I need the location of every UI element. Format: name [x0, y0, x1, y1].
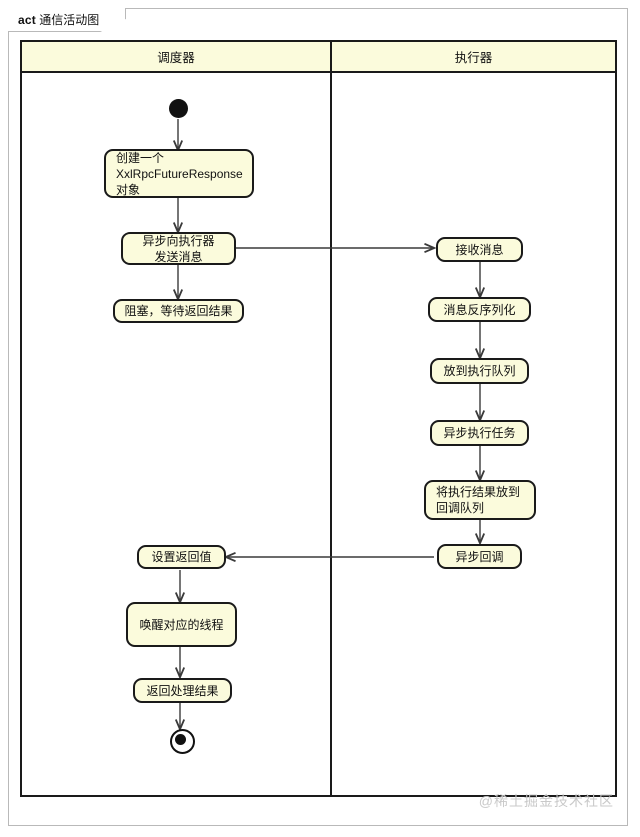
swimlane-header-scheduler: 调度器: [22, 42, 330, 73]
swimlane-title-executor: 执行器: [454, 51, 493, 65]
activity-node-callback-async[interactable]: 异步回调: [437, 544, 522, 569]
swimlane-title-scheduler: 调度器: [157, 51, 195, 65]
activity-node-block-wait[interactable]: 阻塞，等待返回结果: [113, 299, 244, 323]
activity-node-result-to-callback[interactable]: 将执行结果放到 回调队列: [424, 480, 536, 520]
activity-node-exec-async[interactable]: 异步执行任务: [430, 420, 529, 446]
swimlane-header-executor: 执行器: [330, 42, 615, 73]
frame-keyword: act: [18, 13, 36, 27]
watermark: @稀土掘金技术社区: [478, 793, 614, 809]
activity-node-create-future[interactable]: 创建一个 XxlRpcFutureResponse 对象: [104, 149, 254, 198]
activity-node-deserialize[interactable]: 消息反序列化: [428, 297, 531, 322]
initial-node: [169, 99, 188, 118]
activity-node-send-async[interactable]: 异步向执行器 发送消息: [121, 232, 236, 265]
frame-name: 通信活动图: [39, 13, 100, 27]
activity-node-return-result[interactable]: 返回处理结果: [133, 678, 232, 703]
final-node: [170, 729, 195, 754]
swimlane-divider: [330, 73, 332, 797]
activity-node-recv-msg[interactable]: 接收消息: [436, 237, 523, 262]
activity-node-wake-thread[interactable]: 唤醒对应的线程: [126, 602, 237, 647]
frame-label: act 通信活动图: [8, 8, 127, 32]
activity-node-set-return[interactable]: 设置返回值: [137, 545, 226, 569]
activity-node-enqueue-exec[interactable]: 放到执行队列: [430, 358, 529, 384]
